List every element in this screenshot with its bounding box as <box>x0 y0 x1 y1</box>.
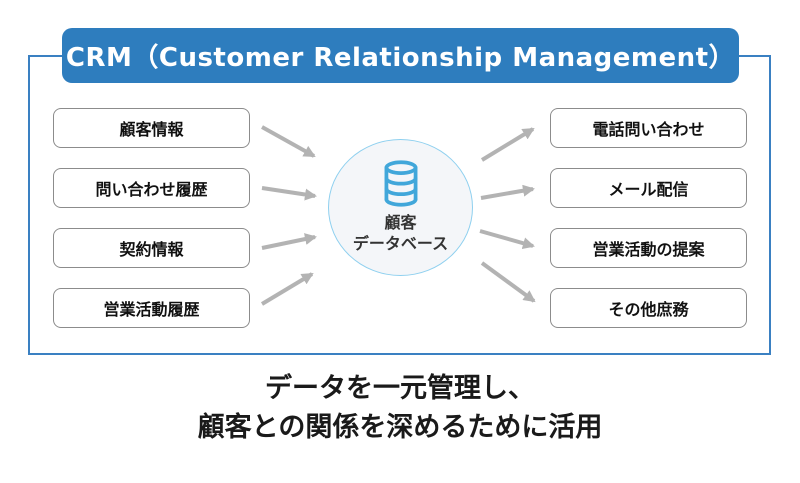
input-label: 問い合わせ履歴 <box>95 180 208 199</box>
output-label: 電話問い合わせ <box>592 120 705 139</box>
arrow-input-1 <box>261 125 316 158</box>
output-box-phone-inquiry: 電話問い合わせ <box>550 108 747 148</box>
input-label: 顧客情報 <box>119 120 184 139</box>
database-label-line2: データベース <box>352 234 449 253</box>
input-label: 契約情報 <box>119 240 184 259</box>
caption-line2: 顧客との関係を深めるために活用 <box>197 412 603 444</box>
summary-caption: データを一元管理し、 顧客との関係を深めるために活用 <box>0 369 800 447</box>
output-label: その他庶務 <box>608 300 689 319</box>
arrow-output-4 <box>480 261 536 303</box>
customer-database-node: 顧客 データベース <box>328 139 473 276</box>
arrow-input-4 <box>260 272 314 306</box>
database-label-line1: 顧客 <box>384 213 417 233</box>
arrow-input-2 <box>261 186 317 201</box>
input-label: 営業活動履歴 <box>103 300 200 319</box>
arrow-output-2 <box>480 184 535 200</box>
input-box-inquiry-history: 問い合わせ履歴 <box>53 168 250 208</box>
output-label: 営業活動の提案 <box>592 240 705 259</box>
output-box-sales-proposal: 営業活動の提案 <box>550 228 747 268</box>
arrow-output-1 <box>480 127 535 162</box>
input-box-sales-activity-history: 営業活動履歴 <box>53 288 250 328</box>
arrow-input-3 <box>261 233 317 250</box>
database-icon <box>384 160 417 207</box>
input-box-contract-info: 契約情報 <box>53 228 250 268</box>
output-box-email-delivery: メール配信 <box>550 168 747 208</box>
output-label: メール配信 <box>608 180 689 199</box>
caption-line1: データを一元管理し、 <box>265 373 535 404</box>
header-banner: CRM（Customer Relationship Management） <box>62 28 739 83</box>
arrow-output-3 <box>479 229 535 250</box>
input-box-customer-info: 顧客情報 <box>53 108 250 148</box>
page-title: CRM（Customer Relationship Management） <box>65 43 736 73</box>
output-box-other-tasks: その他庶務 <box>550 288 747 328</box>
